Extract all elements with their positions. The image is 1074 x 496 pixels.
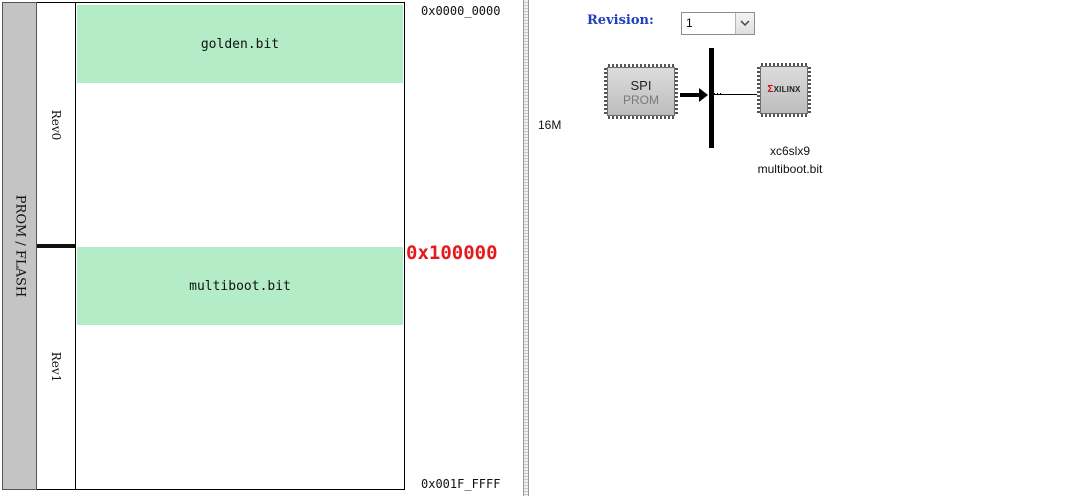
- prom-flash-label: PROM / FLASH: [12, 194, 27, 298]
- fpga-bitstream-file: multiboot.bit: [757, 162, 823, 176]
- connection-dashes: [714, 93, 722, 95]
- start-address: 0x0000_0000: [421, 4, 501, 18]
- chevron-down-icon[interactable]: [735, 13, 754, 34]
- revision-label-rev1: Rev1: [49, 351, 63, 383]
- chip-pins: [608, 116, 674, 119]
- bitstream-filename: golden.bit: [200, 36, 280, 52]
- jtag-bus-line: [709, 48, 714, 148]
- chip-body: ΣXILINX: [760, 66, 808, 114]
- bitstream-block-golden[interactable]: golden.bit: [77, 5, 403, 83]
- revision-label-rev0: Rev0: [49, 109, 63, 141]
- chip-pins: [675, 68, 678, 115]
- end-address: 0x001F_FFFF: [421, 477, 501, 491]
- chip-body: SPI PROM: [607, 67, 675, 116]
- arrow-head-icon: [699, 88, 708, 102]
- prom-flash-column: PROM / FLASH: [2, 2, 37, 490]
- revision-column: Rev0 Rev1: [37, 2, 76, 490]
- spi-prom-chip[interactable]: SPI PROM: [604, 64, 678, 119]
- revision-divider: [37, 244, 75, 248]
- prom-chip-line2: PROM: [623, 93, 659, 107]
- bitstream-filename: multiboot.bit: [189, 278, 291, 294]
- connection-arrow: [680, 93, 702, 97]
- memory-map-panel: PROM / FLASH Rev0 Rev1 golden.bit multib…: [0, 0, 525, 496]
- revision-label: Revision:: [587, 13, 654, 28]
- xilinx-logo: ΣXILINX: [767, 84, 801, 95]
- revision-select[interactable]: 1: [681, 12, 755, 35]
- chip-pins: [761, 63, 807, 66]
- panel-splitter[interactable]: [523, 0, 529, 496]
- prom-size-label: 16M: [538, 118, 562, 132]
- fpga-part-name: xc6slx9: [769, 144, 810, 158]
- chip-pins: [808, 67, 811, 113]
- chip-pins: [604, 68, 607, 115]
- chip-pins: [757, 67, 760, 113]
- fpga-chip[interactable]: ΣXILINX: [757, 63, 811, 117]
- connection-line: [714, 94, 757, 95]
- prom-chip-line1: SPI: [630, 78, 652, 93]
- bitstream-area: golden.bit multiboot.bit: [75, 2, 405, 490]
- chip-pins: [761, 114, 807, 117]
- chip-pins: [608, 64, 674, 67]
- bitstream-block-multiboot[interactable]: multiboot.bit: [77, 247, 403, 325]
- split-address: 0x100000: [406, 242, 498, 264]
- revision-select-value: 1: [686, 16, 693, 30]
